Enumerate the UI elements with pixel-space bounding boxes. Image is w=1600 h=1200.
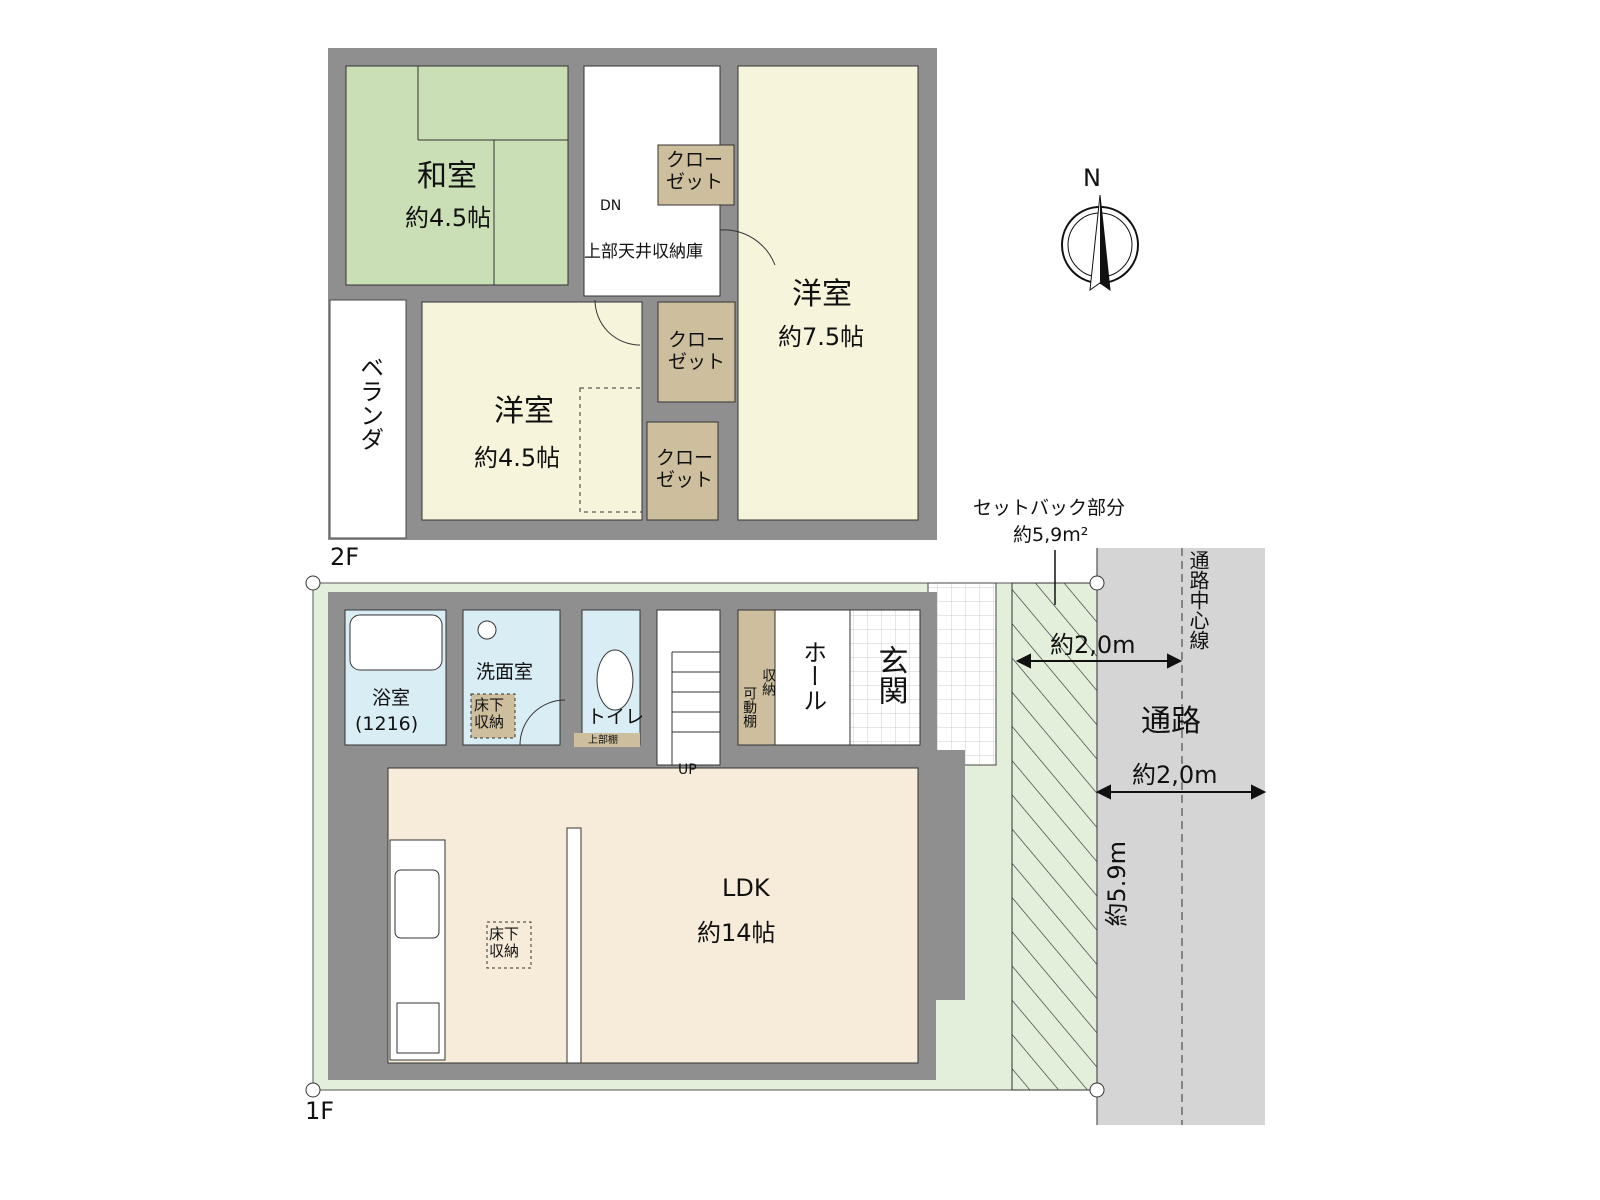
youshitsu-small-room xyxy=(421,301,643,521)
setback-title: セットバック部分 xyxy=(973,497,1126,519)
washer-icon xyxy=(477,620,497,640)
ldk-room xyxy=(387,767,919,1064)
stair-dn-label: DN xyxy=(600,198,622,214)
stairs-1f xyxy=(656,609,721,766)
bathtub xyxy=(349,614,443,671)
north-label: N xyxy=(1083,164,1101,192)
youshitsu-large-room xyxy=(737,65,919,521)
ldk-size: 約14帖 xyxy=(697,919,776,947)
underfloor-storage-label-2: 床下収納 xyxy=(489,925,520,961)
road-width-label: 約2,0m xyxy=(1132,761,1218,789)
closet-3-label: クローゼット xyxy=(656,447,714,491)
youshitsu-small-size: 約4.5帖 xyxy=(474,444,561,472)
entrance xyxy=(849,609,921,746)
storage-1f xyxy=(737,609,776,746)
veranda xyxy=(329,299,407,539)
underfloor-storage-label-1: 床下収納 xyxy=(474,696,505,732)
road-centerline-label: 通路中心線 xyxy=(1186,550,1210,650)
road-name: 通路 xyxy=(1141,704,1201,739)
hall-label: ホール xyxy=(798,640,827,712)
north-arrow-icon xyxy=(1061,194,1139,292)
ceiling-storage-label: 上部天井収納庫 xyxy=(584,242,703,262)
washitsu-room xyxy=(345,65,569,286)
setback-area-label: 約5,9m² xyxy=(1013,524,1089,546)
upper-shelf-label: 上部棚 xyxy=(588,735,618,746)
toilet-icon xyxy=(596,649,634,711)
washitsu-name: 和室 xyxy=(417,159,477,194)
closet-3 xyxy=(646,421,719,521)
youshitsu-large-name: 洋室 xyxy=(792,277,852,312)
porch xyxy=(927,582,997,766)
floor-2 xyxy=(328,48,937,540)
veranda-label: ベランダ xyxy=(355,355,384,451)
road-length-label: 約5.9m xyxy=(1102,841,1131,927)
bath-name: 浴室 xyxy=(372,687,411,709)
floor-1-label: 1F xyxy=(305,1097,335,1125)
site-corner-markers xyxy=(305,575,1105,1098)
washroom-label: 洗面室 xyxy=(476,661,534,683)
closet-1 xyxy=(657,144,735,206)
floor-2-label: 2F xyxy=(330,543,360,571)
washitsu-size: 約4.5帖 xyxy=(405,204,492,232)
bath-size: (1216) xyxy=(355,713,419,735)
entrance-label: 玄関 xyxy=(872,645,908,705)
stair-up-label: UP xyxy=(678,762,697,778)
closet-1-label: クローゼット xyxy=(666,149,724,193)
toilet-label: トイレ xyxy=(587,706,645,728)
ldk-name: LDK xyxy=(722,874,770,902)
closet-2 xyxy=(657,301,736,403)
dimension-arrows xyxy=(1015,550,1267,800)
setback-area xyxy=(1011,582,1098,1091)
storage-label: 収納 xyxy=(760,668,777,696)
youshitsu-small-name: 洋室 xyxy=(494,394,554,429)
setback-width-label: 約2,0m xyxy=(1050,631,1136,659)
floor-1 xyxy=(328,582,997,1080)
closet-2-label: クローゼット xyxy=(668,329,726,373)
youshitsu-large-size: 約7.5帖 xyxy=(778,323,865,351)
shelf-label: 可動棚 xyxy=(741,686,758,728)
stove-icon xyxy=(396,1002,440,1054)
sink-icon xyxy=(394,869,440,939)
road-area xyxy=(1097,548,1265,1125)
